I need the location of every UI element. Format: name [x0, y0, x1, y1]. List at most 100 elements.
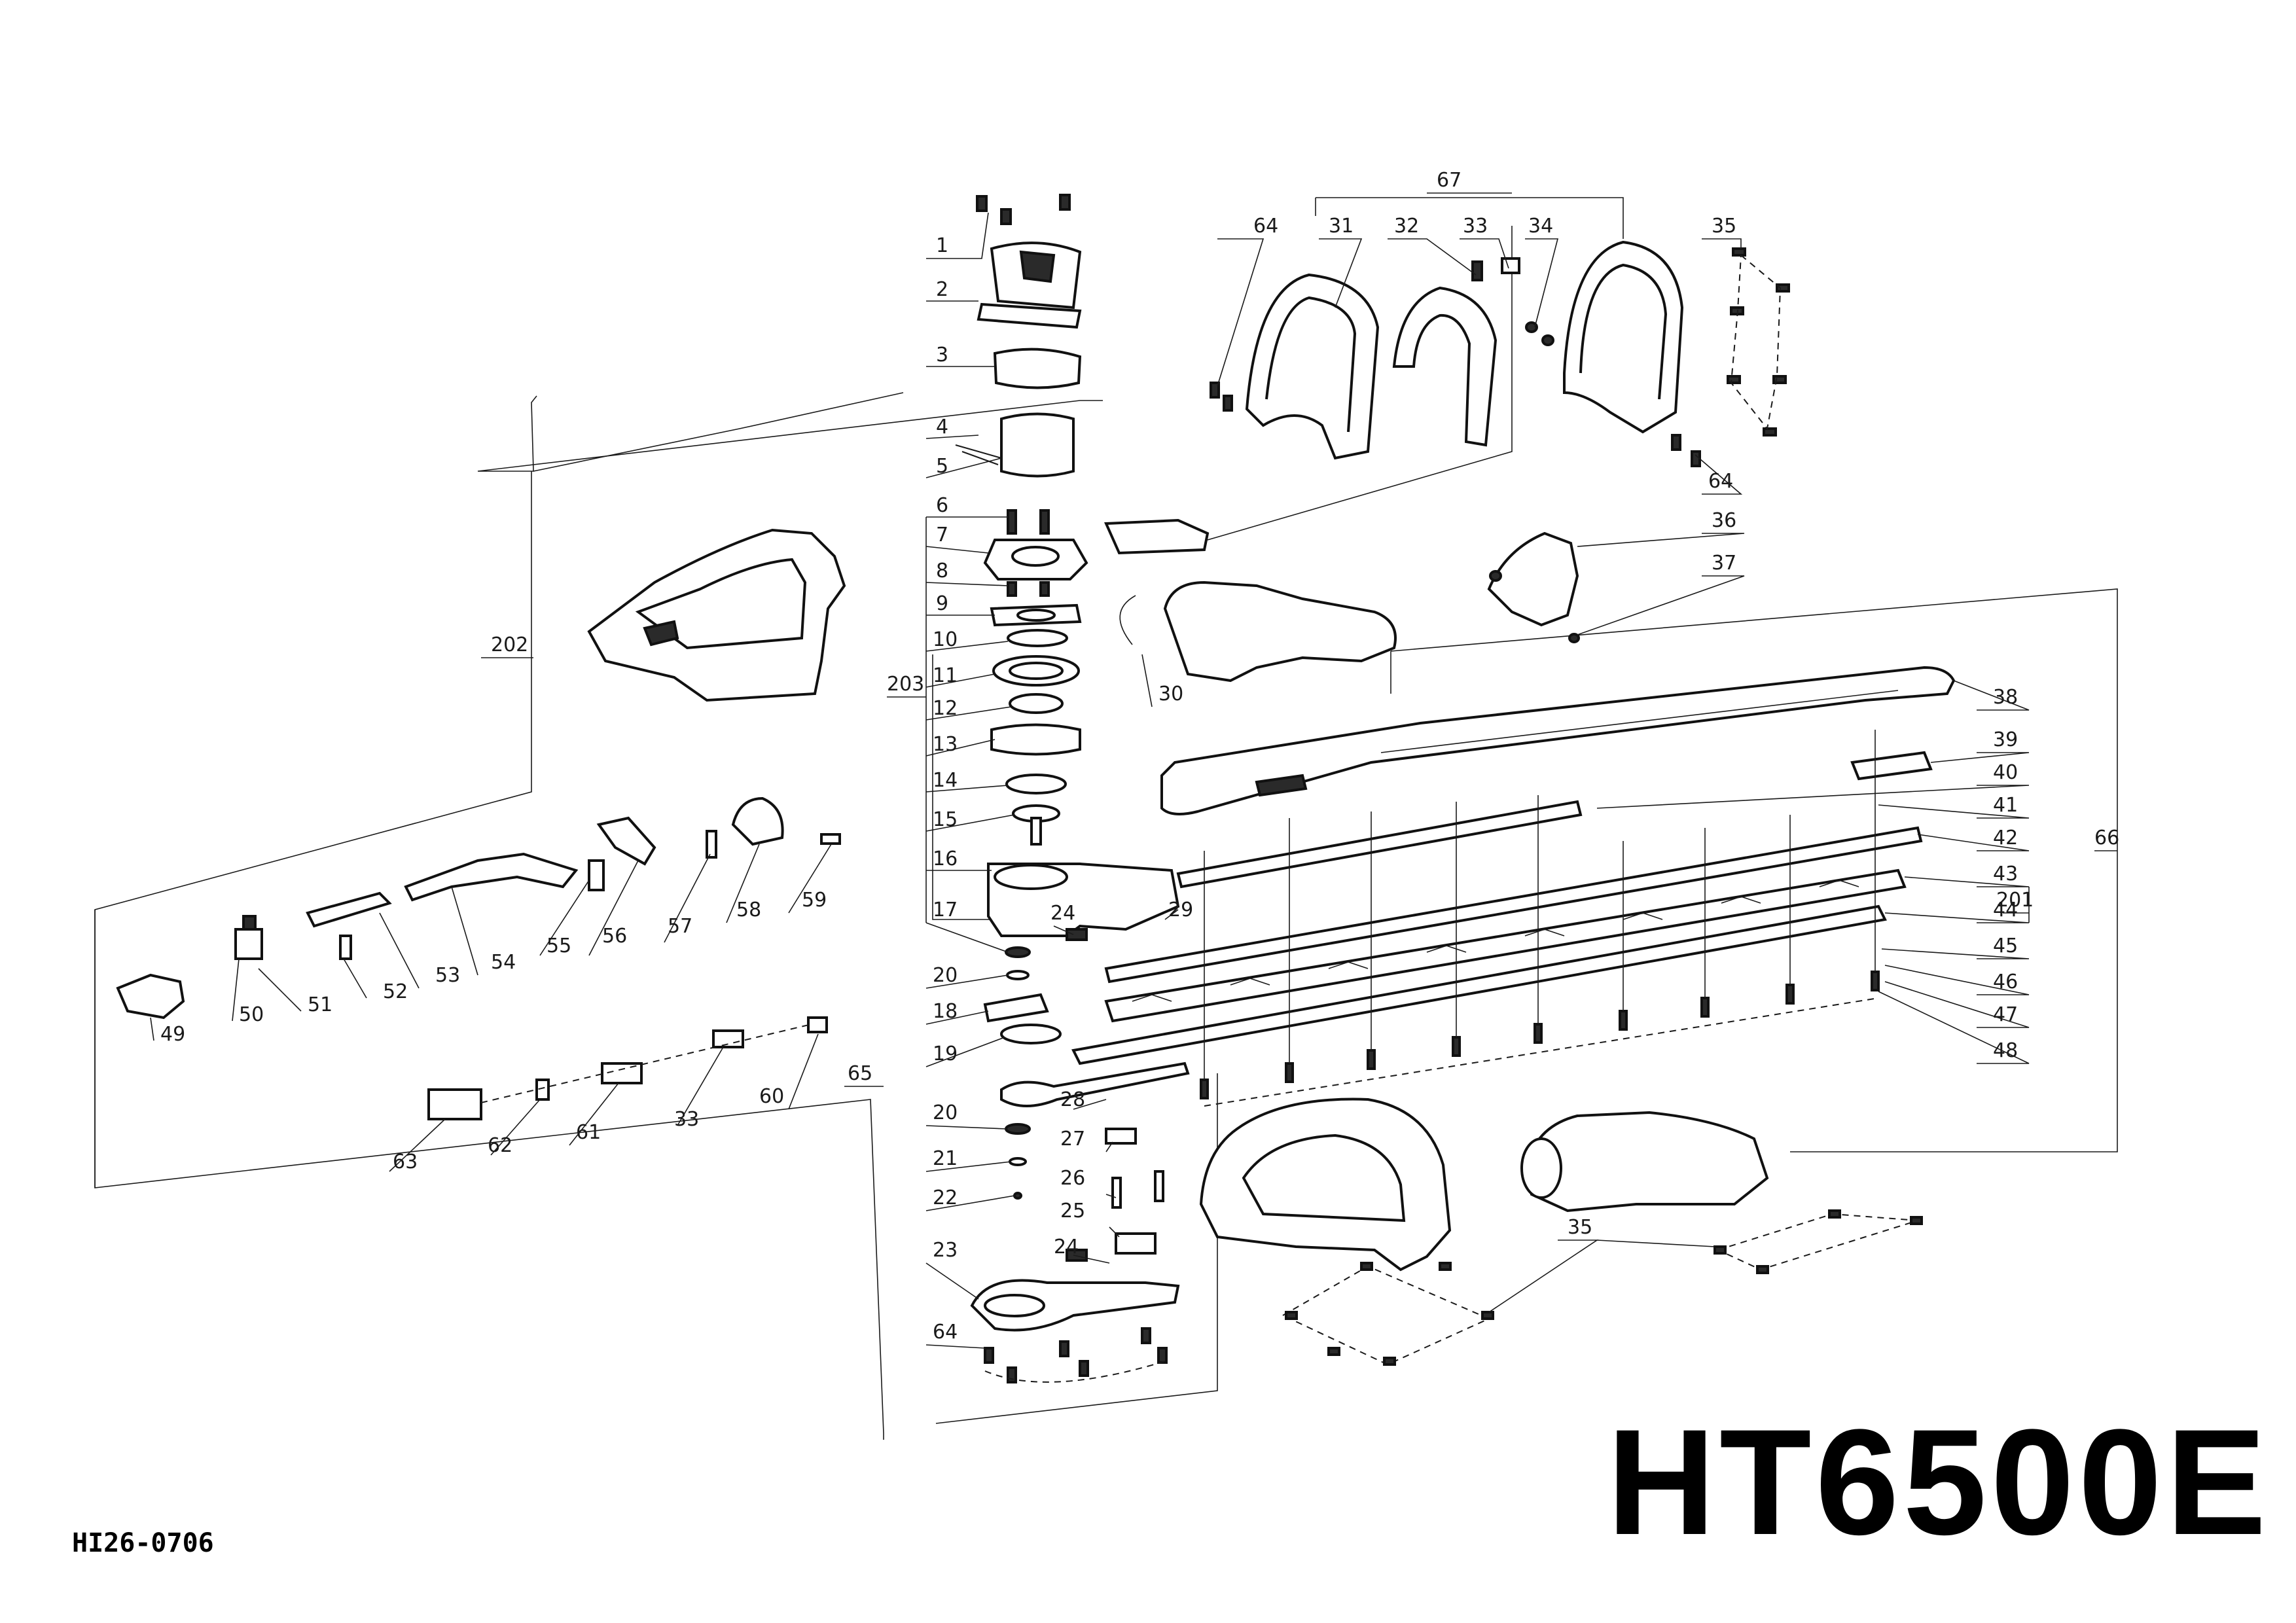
callout-18: 18	[933, 1000, 958, 1023]
callout-59: 59	[802, 889, 827, 912]
callout-labels: 1 2 3 4 5 6 7 8 9 10 11 12 13 14 15 16 1…	[160, 169, 2119, 1344]
callout-33b: 33	[674, 1108, 699, 1131]
callout-64b: 64	[1708, 470, 1733, 493]
callout-64a: 64	[1253, 215, 1278, 238]
trigger-parts	[116, 796, 841, 1120]
screw-1	[976, 194, 1071, 225]
document-code: HI26-0706	[72, 1528, 214, 1558]
rear-handle-housing	[1199, 1097, 1923, 1366]
motor-cover-2	[977, 241, 1082, 329]
callout-65: 65	[848, 1062, 872, 1085]
callout-3: 3	[936, 344, 948, 366]
motor-stack	[955, 194, 1190, 1383]
crank-18	[983, 993, 1049, 1023]
callout-10: 10	[933, 628, 958, 651]
eccentric-19	[1000, 1024, 1062, 1044]
callout-63: 63	[393, 1150, 418, 1173]
callout-25: 25	[1060, 1200, 1085, 1222]
callout-17: 17	[933, 899, 958, 921]
callout-31: 31	[1329, 215, 1354, 238]
callout-11: 11	[933, 664, 958, 687]
callout-50: 50	[239, 1003, 264, 1026]
callout-21: 21	[933, 1147, 958, 1170]
callout-38: 38	[1993, 686, 2018, 709]
bearing-10	[1007, 629, 1068, 647]
callout-5: 5	[936, 455, 948, 478]
callout-28: 28	[1060, 1088, 1085, 1111]
bolts-48	[1200, 971, 1880, 1099]
callout-8: 8	[936, 560, 948, 582]
housing-left-202	[587, 528, 846, 702]
callout-51: 51	[308, 993, 332, 1016]
callout-9: 9	[936, 592, 948, 615]
callout-20a: 20	[933, 964, 958, 987]
callout-14: 14	[933, 769, 958, 792]
callout-leaders	[150, 192, 2117, 1349]
callout-24b: 24	[1054, 1236, 1079, 1258]
callout-39: 39	[1993, 728, 2018, 751]
callout-64c: 64	[933, 1321, 958, 1344]
callout-22: 22	[933, 1186, 958, 1209]
bolt-guides	[1204, 730, 1876, 1080]
callout-47: 47	[1993, 1003, 2018, 1026]
callout-30: 30	[1158, 683, 1183, 705]
callout-6: 6	[936, 494, 948, 517]
callout-201: 201	[1996, 889, 2034, 912]
callout-66: 66	[2094, 827, 2119, 849]
callout-12: 12	[933, 697, 958, 720]
plate-28	[1000, 1061, 1190, 1107]
callout-202: 202	[491, 633, 528, 656]
gear-ring-13	[990, 723, 1081, 756]
callout-42: 42	[1993, 827, 2018, 849]
callout-27: 27	[1060, 1128, 1085, 1150]
screws-64-bottom	[984, 1327, 1168, 1383]
callout-58: 58	[736, 899, 761, 921]
callout-35b: 35	[1568, 1216, 1592, 1239]
callout-57: 57	[668, 915, 692, 938]
callout-56: 56	[602, 925, 627, 948]
gearbox-16	[987, 863, 1180, 937]
screw-8	[1007, 581, 1050, 597]
callout-203: 203	[887, 673, 924, 696]
blade-assembly-201	[1066, 730, 1933, 1262]
callout-37: 37	[1712, 552, 1736, 575]
washer-9	[990, 603, 1082, 627]
ring-3	[993, 348, 1082, 389]
switch-block	[1103, 518, 1210, 555]
carrier-15	[1012, 804, 1060, 846]
motor-5	[955, 412, 1075, 478]
callout-15: 15	[933, 808, 958, 831]
callout-60: 60	[759, 1085, 784, 1108]
callout-36: 36	[1712, 509, 1736, 532]
callout-46: 46	[1993, 971, 2018, 993]
callout-49: 49	[160, 1023, 185, 1046]
callout-55: 55	[547, 935, 571, 957]
callout-53: 53	[435, 964, 460, 987]
callout-24a: 24	[1050, 902, 1075, 925]
callout-54: 54	[491, 951, 516, 974]
group-boundaries	[94, 197, 2118, 1440]
cover-36	[1487, 531, 1580, 643]
front-handle	[1210, 240, 1790, 467]
callout-52: 52	[383, 980, 408, 1003]
motor-bracket-7	[983, 509, 1088, 580]
callout-41: 41	[1993, 794, 2018, 817]
callout-44: 44	[1993, 899, 2018, 921]
callout-61: 61	[576, 1121, 601, 1144]
callout-35a: 35	[1712, 215, 1736, 238]
callout-29: 29	[1168, 899, 1193, 921]
callout-1: 1	[936, 234, 948, 257]
callout-19: 19	[933, 1043, 958, 1065]
callout-13: 13	[933, 733, 958, 756]
callout-7: 7	[936, 524, 948, 546]
callout-2: 2	[936, 278, 948, 301]
callout-43: 43	[1993, 863, 2018, 885]
callout-45: 45	[1993, 935, 2018, 957]
motor-housing-30	[1119, 580, 1397, 683]
callout-20b: 20	[933, 1101, 958, 1124]
blade-guard-38	[1160, 666, 1956, 815]
callout-23: 23	[933, 1239, 958, 1262]
callout-26: 26	[1060, 1167, 1085, 1190]
callout-4: 4	[936, 416, 948, 438]
